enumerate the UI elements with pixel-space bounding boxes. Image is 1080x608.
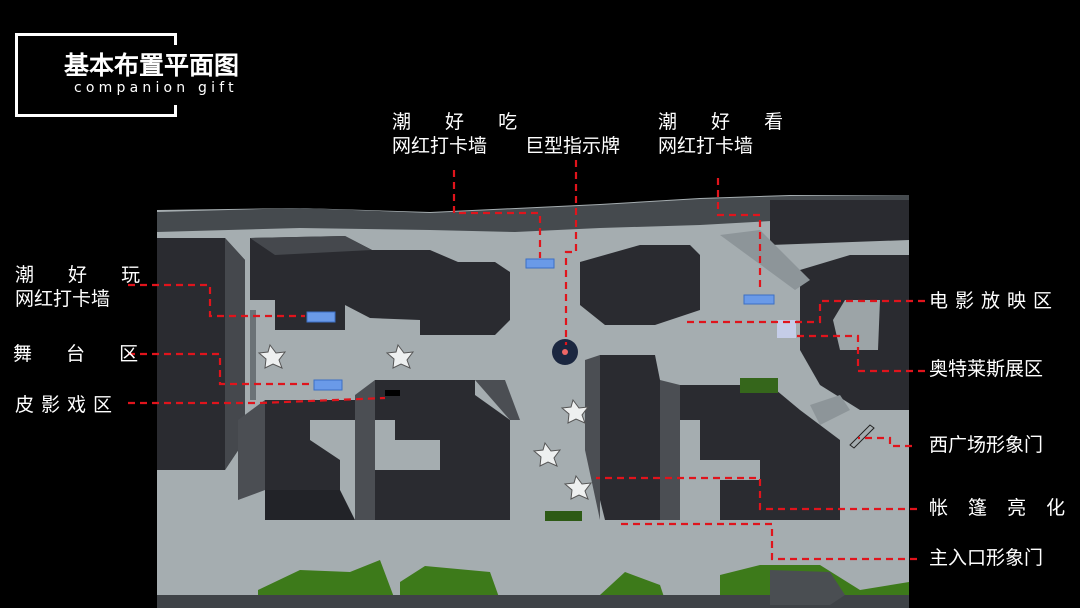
page-subtitle: companion gift	[72, 80, 240, 96]
label-west-plaza-gate: 西广场形象门	[929, 434, 1044, 456]
label-taste-wall: 潮 好 吃 网红打卡墙	[392, 110, 531, 158]
label-play-wall: 潮 好 玩 网红打卡墙	[15, 263, 154, 311]
label-play-wall-line2: 网红打卡墙	[15, 288, 111, 310]
label-taste-wall-line1: 潮 好 吃	[392, 111, 532, 133]
label-play-wall-line1: 潮 好 玩	[15, 264, 155, 286]
label-view-wall-line1: 潮 好 看	[658, 111, 798, 133]
title-frame	[15, 33, 177, 117]
label-giant-sign-line1: 巨型指示牌	[525, 135, 621, 157]
label-view-wall: 潮 好 看 网红打卡墙	[658, 110, 797, 158]
label-taste-wall-line2: 网红打卡墙	[392, 135, 488, 157]
label-stage-area: 舞 台 区	[13, 343, 153, 365]
label-shadow-puppet-area: 皮影戏区	[15, 394, 120, 416]
label-view-wall-line2: 网红打卡墙	[658, 135, 754, 157]
label-outlet-area: 奥特莱斯展区	[929, 358, 1044, 380]
label-main-entrance-gate: 主入口形象门	[929, 547, 1044, 569]
leader-lines	[128, 160, 925, 561]
page-title: 基本布置平面图	[62, 46, 242, 82]
label-cinema-area: 电影放映区	[929, 290, 1060, 312]
label-giant-sign: 巨型指示牌	[525, 134, 620, 158]
label-tent-lighting: 帐 篷 亮 化	[929, 497, 1073, 519]
